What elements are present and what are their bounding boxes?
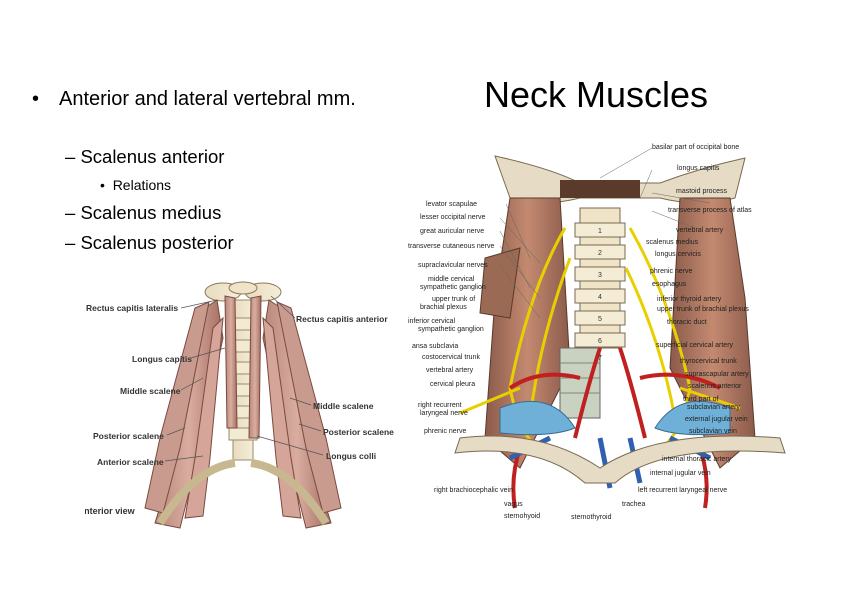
bullet-main-text: Anterior and lateral vertebral mm. — [59, 88, 356, 110]
label-right: basilar part of occipital bone — [652, 144, 740, 151]
label-right: left recurrent laryngeal nerve — [638, 487, 728, 494]
label-left: great auricular nerve — [420, 228, 485, 235]
label-right: scalenus anterior — [688, 383, 742, 390]
vertebra-number: 4 — [598, 294, 602, 301]
label-left: laryngeal nerve — [420, 410, 468, 417]
label-longus-capitis: Longus capitis — [132, 354, 192, 364]
label-left: upper trunk of — [432, 296, 476, 303]
vertebra-number: 2 — [598, 250, 602, 257]
label-right: transverse process of atlas — [668, 207, 752, 214]
bullet-sub-scalenus-posterior: – Scalenus posterior — [65, 232, 234, 253]
label-left: right recurrent — [418, 402, 462, 409]
vertebra-number: 1 — [598, 228, 602, 235]
label-bottom: sternothyroid — [571, 514, 612, 521]
label-right: third part of — [683, 396, 719, 403]
label-right: thoracic duct — [667, 319, 707, 326]
label-posterior-scalene-left: Posterior scalene — [93, 431, 164, 441]
vertebra-number: 7 — [598, 355, 602, 362]
label-right: phrenic nerve — [650, 268, 693, 275]
figure-caption: (A) Anterior view — [85, 506, 135, 516]
label-rectus-capitis-anterior: Rectus capitis anterior — [296, 314, 388, 324]
vertebra-number: 3 — [598, 272, 602, 279]
bullet-sub-scalenus-anterior: – Scalenus anterior — [65, 146, 225, 167]
label-left: inferior cervical — [408, 318, 456, 325]
label-rectus-capitis-lateralis: Rectus capitis lateralis — [86, 303, 179, 313]
label-bottom: vagus — [504, 501, 523, 508]
label-left: middle cervical — [428, 276, 475, 283]
label-right: superficial cervical artery — [656, 342, 734, 349]
label-left: transverse cutaneous nerve — [408, 243, 495, 250]
label-left: supraclavicular nerves — [418, 262, 488, 269]
root-of-neck-figure: 1 2 3 4 5 6 7 levator scapulae lesser occ… — [400, 138, 842, 528]
vertebra-numbers: 1 2 3 4 5 6 7 — [598, 228, 602, 362]
label-right: scalenus medius — [646, 239, 699, 246]
vertebra-number: 5 — [598, 316, 602, 323]
label-right: upper trunk of brachial plexus — [657, 306, 749, 313]
label-bottom: right brachiocephalic vein — [434, 487, 513, 494]
bullet-sub-text: Scalenus medius — [80, 202, 222, 223]
label-right: longus capitis — [677, 165, 720, 172]
root-of-neck-illustration: 1 2 3 4 5 6 7 — [454, 147, 786, 509]
label-left: sympathetic ganglion — [420, 284, 486, 291]
label-bottom: trachea — [622, 501, 646, 508]
label-posterior-scalene-right: Posterior scalene — [323, 427, 394, 437]
label-bottom: sternohyoid — [504, 513, 541, 520]
label-right: thyrocervical trunk — [680, 358, 737, 365]
bullet-subsub-relations: • Relations — [100, 177, 172, 193]
label-right: esophagus — [652, 281, 687, 288]
bullet-sub-text: Scalenus posterior — [80, 232, 234, 253]
label-right: inferior thyroid artery — [657, 296, 722, 303]
label-left: vertebral artery — [426, 367, 474, 374]
bullet-dot: • — [32, 88, 40, 110]
label-left: ansa subclavia — [412, 343, 459, 350]
label-longus-colli: Longus colli — [326, 451, 377, 461]
slide-title: Neck Muscles — [484, 74, 709, 115]
label-left: phrenic nerve — [424, 428, 467, 435]
label-right: subclavian artery — [687, 404, 740, 411]
label-right: internal thoracic artery — [662, 456, 732, 463]
label-right: longus cervicis — [655, 251, 701, 258]
label-left: levator scapulae — [426, 201, 477, 208]
label-left: costocervical trunk — [422, 354, 480, 361]
label-right: mastoid process — [676, 188, 727, 195]
bullet-main: • Anterior and lateral vertebral mm. — [32, 84, 372, 115]
vertebra-number: 6 — [598, 338, 602, 345]
label-middle-scalene-left: Middle scalene — [120, 386, 181, 396]
label-middle-scalene-right: Middle scalene — [313, 401, 374, 411]
anterior-view-figure: Rectus capitis lateralis Rectus capitis … — [85, 278, 400, 536]
label-right: external jugular vein — [685, 416, 748, 423]
label-anterior-scalene: Anterior scalene — [97, 457, 164, 467]
label-right: internal jugular vein — [650, 470, 711, 477]
label-right: suprascapular artery — [685, 371, 749, 378]
label-right: subclavian vein — [689, 428, 737, 435]
bullet-sub-text: Scalenus anterior — [80, 146, 225, 167]
label-left: brachial plexus — [420, 304, 467, 311]
label-left: lesser occipital nerve — [420, 214, 486, 221]
label-right: vertebral artery — [676, 227, 724, 234]
anterior-view-illustration — [144, 281, 342, 529]
label-left: cervical pleura — [430, 381, 476, 388]
bullet-subsub-text: Relations — [112, 177, 172, 193]
label-left: sympathetic ganglion — [418, 326, 484, 333]
bullet-sub-scalenus-medius: – Scalenus medius — [65, 202, 222, 223]
